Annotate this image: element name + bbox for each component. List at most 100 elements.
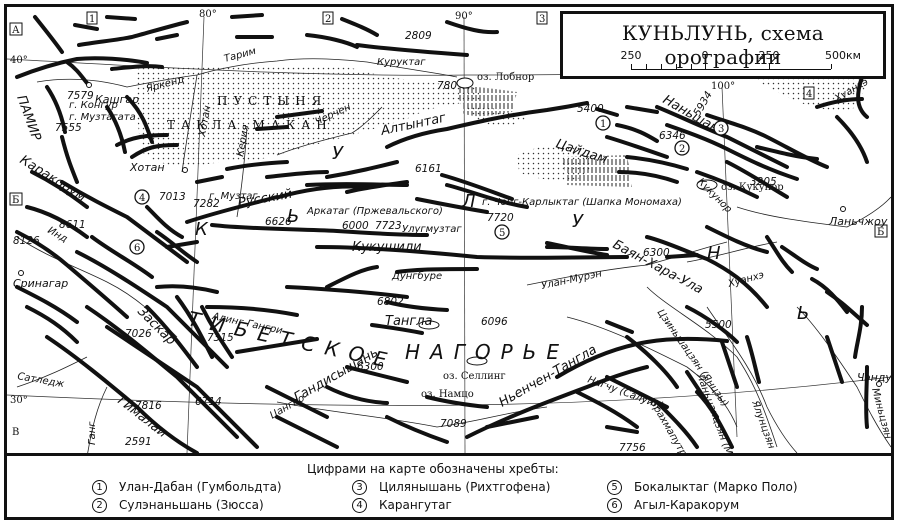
svg-text:7315: 7315: [207, 332, 234, 344]
svg-text:г. Чонг-Карлыктаг (Шапка Моном: г. Чонг-Карлыктаг (Шапка Мономаха): [482, 197, 682, 208]
svg-text:7026: 7026: [125, 328, 152, 340]
svg-text:Чэнду: Чэнду: [857, 371, 891, 384]
svg-text:1: 1: [89, 14, 95, 25]
number-circle-icon: 2: [92, 498, 107, 513]
number-circle-icon: 6: [607, 498, 622, 513]
svg-text:Сринагар: Сринагар: [13, 277, 68, 290]
svg-text:7089: 7089: [440, 418, 467, 430]
scale-label: 250: [620, 49, 642, 62]
orographic-map: 80° 90° 100° 40° 30° 1 2 3 4 А Б Б В: [7, 7, 891, 453]
svg-text:Миньцзян: Миньцзян: [869, 387, 891, 441]
number-circle-icon: 1: [92, 480, 107, 495]
scale-label: 0: [701, 49, 709, 62]
svg-text:30°: 30°: [10, 395, 28, 406]
legend-title: Цифрами на карте обозначены хребты:: [307, 462, 559, 476]
svg-text:оз. Селлинг: оз. Селлинг: [443, 371, 506, 382]
svg-text:6300: 6300: [643, 247, 670, 259]
svg-text:3: 3: [718, 124, 724, 135]
legend-label: Сулэнаньшань (Зюсса): [119, 498, 264, 512]
svg-text:6346: 6346: [659, 130, 686, 142]
svg-text:40°: 40°: [10, 55, 28, 66]
legend-item: 3 Цилянышань (Рихтгофена): [352, 480, 550, 495]
number-circle-icon: 5: [607, 480, 622, 495]
svg-text:100°: 100°: [711, 81, 735, 92]
number-circle-icon: 3: [352, 480, 367, 495]
scale-line: [631, 69, 831, 70]
cities: Кашгар Хотан Сринагар Ланьчжоу Чэнду: [13, 82, 891, 387]
svg-text:Куруктаг: Куруктаг: [377, 57, 426, 68]
svg-text:7720: 7720: [487, 212, 514, 224]
svg-text:Дунгбуре: Дунгбуре: [391, 270, 442, 282]
map-title: КУНЬЛУНЬ, схема орографии: [622, 21, 824, 69]
svg-text:780: 780: [437, 80, 457, 92]
svg-text:6: 6: [134, 243, 140, 254]
svg-text:Керия: Керия: [235, 124, 251, 158]
svg-text:Б: Б: [877, 227, 884, 238]
svg-text:4: 4: [139, 193, 145, 204]
svg-text:Улан-Мурэн: Улан-Мурэн: [540, 268, 603, 292]
svg-text:2: 2: [325, 14, 331, 25]
svg-text:2591: 2591: [125, 436, 152, 448]
svg-text:Ялунцзян: Ялунцзян: [749, 398, 777, 451]
svg-text:В: В: [12, 427, 19, 438]
svg-text:Б: Б: [12, 195, 19, 206]
svg-text:Кукушили: Кукушили: [352, 240, 422, 255]
svg-text:80°: 80°: [199, 9, 217, 20]
svg-text:6626: 6626: [265, 216, 292, 228]
svg-text:7013: 7013: [159, 191, 186, 203]
svg-text:г. Конгур: г. Конгур: [69, 100, 118, 111]
legend-item: 5 Бокалыктаг (Марко Поло): [607, 480, 798, 495]
svg-text:5500: 5500: [705, 319, 732, 331]
lake-labels: оз. Лобнор оз. Кукунор оз. Селлинг оз. Н…: [421, 72, 784, 400]
svg-text:7723: 7723: [375, 220, 402, 232]
svg-text:оз. Намцо: оз. Намцо: [421, 389, 474, 400]
svg-text:5400: 5400: [577, 103, 604, 115]
legend-item: 2 Сулэнаньшань (Зюсса): [92, 498, 264, 513]
legend-label: Цилянышань (Рихтгофена): [379, 480, 551, 494]
svg-text:У: У: [572, 211, 584, 232]
peaks: г. Конгур г. Музтагата г. Музтаг 7579 75…: [13, 30, 777, 453]
svg-text:Ганг: Ганг: [87, 421, 98, 445]
svg-text:2: 2: [679, 144, 685, 155]
legend-item: 1 Улан-Дабан (Гумбольдта): [92, 480, 282, 495]
svg-text:г. Музтаг: г. Музтаг: [209, 191, 258, 202]
graticule-labels: 80° 90° 100° 40° 30° 1 2 3 4 А Б Б В: [9, 9, 888, 438]
svg-text:Н: Н: [707, 243, 721, 264]
svg-text:7555: 7555: [55, 122, 82, 134]
legend-label: Улан-Дабан (Гумбольдта): [119, 480, 282, 494]
lakes: [418, 77, 718, 366]
map-frame: 80° 90° 100° 40° 30° 1 2 3 4 А Б Б В: [4, 4, 894, 520]
svg-text:Ь: Ь: [287, 206, 299, 227]
svg-text:7816: 7816: [135, 400, 162, 412]
legend-divider: [7, 453, 891, 456]
svg-text:6161: 6161: [415, 163, 442, 175]
svg-text:4: 4: [806, 89, 812, 100]
scale-bar: 250 0 250 500км: [621, 49, 861, 75]
svg-text:3205: 3205: [750, 176, 777, 188]
svg-text:К: К: [195, 219, 209, 240]
svg-text:Тарим: Тарим: [223, 46, 258, 65]
legend: Цифрами на карте обозначены хребты: 1 Ула…: [7, 456, 891, 517]
range-markers: 1 2 3 4 5 6: [129, 115, 729, 255]
svg-text:8611: 8611: [59, 219, 86, 231]
svg-text:5934: 5934: [691, 89, 715, 118]
svg-text:ПУСТЫНЯ: ПУСТЫНЯ: [217, 94, 327, 108]
mountain-ridges: [15, 13, 869, 453]
scale-label: 250: [758, 49, 780, 62]
svg-text:90°: 90°: [455, 11, 473, 22]
svg-text:7282: 7282: [193, 198, 220, 210]
svg-text:1: 1: [600, 119, 606, 130]
svg-text:7756: 7756: [619, 442, 646, 453]
desert-takla-makan: [136, 64, 483, 167]
svg-text:6714: 6714: [195, 396, 222, 408]
svg-text:Ланьчжоу: Ланьчжоу: [828, 215, 888, 228]
scale-label: 500км: [825, 49, 861, 62]
svg-text:3: 3: [539, 14, 545, 25]
svg-text:Аркатаг (Пржевальского): Аркатаг (Пржевальского): [306, 206, 443, 217]
desert-tsaidam: [517, 145, 632, 187]
legend-label: Бокалыктаг (Марко Поло): [634, 480, 798, 494]
svg-text:Хотан: Хотан: [129, 161, 165, 174]
svg-text:ТАКЛА-МАКАН: ТАКЛА-МАКАН: [167, 118, 333, 132]
